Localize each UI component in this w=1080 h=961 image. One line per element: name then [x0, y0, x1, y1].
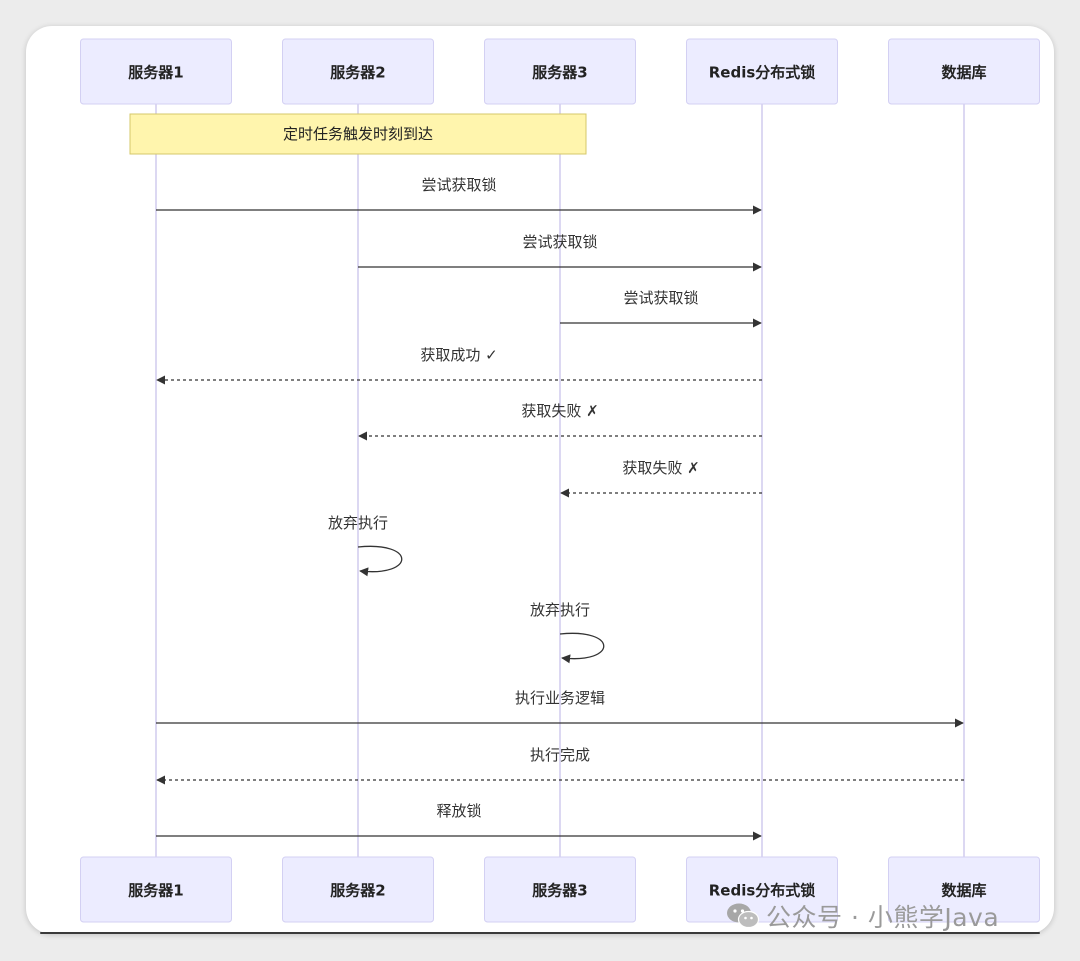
message-label: 尝试获取锁: [421, 176, 496, 194]
message-label: 尝试获取锁: [522, 233, 597, 251]
actor-box: [80, 38, 232, 105]
message-label: 执行完成: [530, 746, 590, 764]
actor-s3-top: 服务器3: [484, 38, 636, 105]
watermark-text: 公众号 · 小熊学Java: [766, 903, 1000, 932]
message-7: 放弃执行: [328, 514, 403, 577]
actor-box: [80, 856, 232, 923]
actor-s1-top: 服务器1: [80, 38, 232, 105]
message-2: 尝试获取锁: [358, 233, 762, 272]
diagram-card: [26, 26, 1054, 934]
actor-db-bottom: 数据库: [888, 856, 1040, 923]
self-loop-arrow: [357, 545, 403, 577]
actor-label: 数据库: [941, 64, 986, 82]
watermark: 公众号 · 小熊学Java: [726, 896, 1048, 936]
message-label: 放弃执行: [328, 514, 388, 532]
actor-lock-bottom: Redis分布式锁: [686, 856, 838, 923]
self-loop-arrow: [559, 632, 605, 664]
actor-s3-bottom: 服务器3: [484, 856, 636, 923]
actor-box: [686, 856, 838, 923]
actor-label: 服务器1: [128, 64, 183, 82]
actor-label: 服务器3: [532, 882, 587, 900]
note-box: [129, 113, 587, 155]
note-label: 定时任务触发时刻到达: [283, 125, 433, 143]
actor-label: 服务器2: [330, 882, 385, 900]
message-9: 执行业务逻辑: [156, 689, 964, 728]
message-label: 获取成功 ✓: [420, 346, 497, 364]
actor-s2-top: 服务器2: [282, 38, 434, 105]
actor-label: 服务器3: [532, 64, 587, 82]
actor-box: [686, 38, 838, 105]
message-8: 放弃执行: [530, 601, 605, 664]
message-3: 尝试获取锁: [560, 289, 762, 328]
actor-box: [888, 856, 1040, 923]
actor-label: Redis分布式锁: [709, 64, 816, 82]
message-label: 释放锁: [436, 802, 481, 820]
actor-s2-bottom: 服务器2: [282, 856, 434, 923]
actor-label: 服务器2: [330, 64, 385, 82]
message-5: 获取失败 ✗: [358, 402, 762, 441]
actor-label: 服务器1: [128, 882, 183, 900]
actor-box: [888, 38, 1040, 105]
actor-lock-top: Redis分布式锁: [686, 38, 838, 105]
actor-label: 数据库: [941, 882, 986, 900]
message-label: 获取失败 ✗: [521, 402, 598, 420]
actor-box: [484, 38, 636, 105]
message-label: 尝试获取锁: [623, 289, 698, 307]
message-6: 获取失败 ✗: [560, 459, 762, 498]
message-label: 获取失败 ✗: [622, 459, 699, 477]
actor-s1-bottom: 服务器1: [80, 856, 232, 923]
message-4: 获取成功 ✓: [156, 346, 762, 385]
message-label: 放弃执行: [530, 601, 590, 619]
message-11: 释放锁: [156, 802, 762, 841]
actor-label: Redis分布式锁: [709, 882, 816, 900]
card-bottom-edge: [40, 932, 1040, 934]
actor-box: [282, 856, 434, 923]
actor-db-top: 数据库: [888, 38, 1040, 105]
actor-box: [484, 856, 636, 923]
wechat-icon: [727, 903, 760, 929]
actor-box: [282, 38, 434, 105]
message-1: 尝试获取锁: [156, 176, 762, 215]
message-10: 执行完成: [156, 746, 964, 785]
message-label: 执行业务逻辑: [515, 689, 605, 707]
